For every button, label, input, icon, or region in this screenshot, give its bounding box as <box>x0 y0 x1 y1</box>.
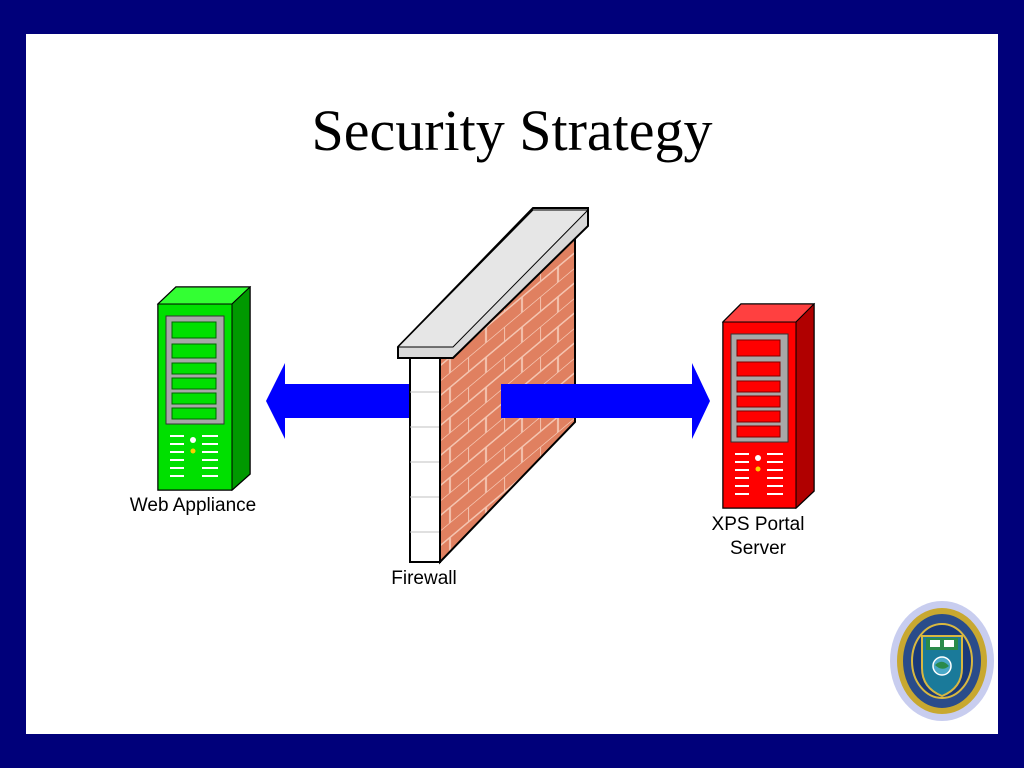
xps-portal-server-label: XPS Portal Server <box>696 513 820 561</box>
firewall-label: Firewall <box>391 568 457 589</box>
xps-portal-server-icon <box>721 302 816 510</box>
slide-title: Security Strategy <box>311 98 713 163</box>
xps-portal-server-label-line2: Server <box>730 538 786 559</box>
left-arrow-icon <box>266 363 412 439</box>
web-appliance-server-icon <box>156 285 252 492</box>
university-seal-icon <box>890 601 994 721</box>
web-appliance-label: Web Appliance <box>129 495 257 516</box>
xps-portal-server-label-line1: XPS Portal <box>711 514 805 535</box>
right-arrow-icon <box>501 363 710 439</box>
